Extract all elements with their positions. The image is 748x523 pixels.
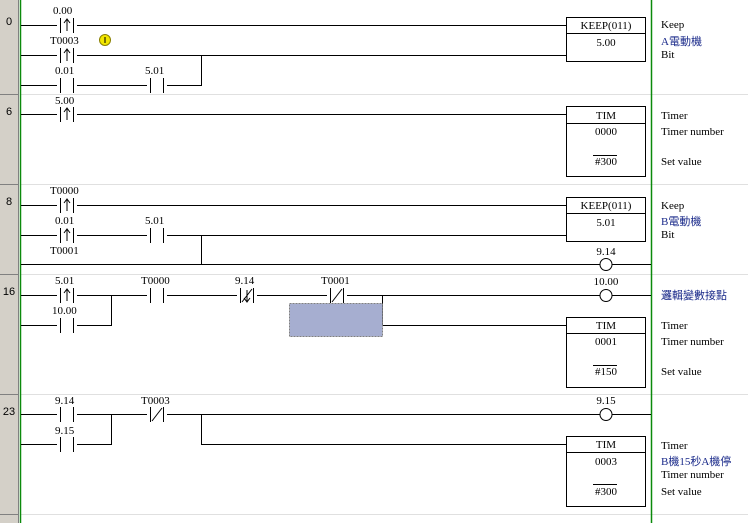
keep-instruction-block[interactable]: [566, 17, 646, 62]
operand-comment: 邏輯變數接點: [661, 288, 727, 302]
contact-9-15[interactable]: [60, 437, 74, 452]
instruction-name: TIM: [596, 439, 616, 451]
contact-0-01[interactable]: [60, 78, 74, 93]
contact-address: 5.01: [55, 275, 74, 287]
timer-set-value: #150: [595, 366, 618, 378]
operand-comment: Set value: [661, 156, 702, 168]
contact-address: 9.14: [55, 395, 75, 407]
contact-t0000-rising[interactable]: [60, 198, 74, 213]
operand-comment: Timer number: [661, 336, 724, 348]
output-coil-10-00[interactable]: [599, 289, 613, 302]
operand-comment: Timer number: [661, 469, 724, 481]
tim-instruction-block[interactable]: [566, 317, 646, 388]
operand-comment: Timer: [661, 320, 688, 332]
contact-address: 5.00: [55, 95, 75, 107]
instruction-operand: 5.00: [596, 37, 616, 49]
rung-separators: [20, 94, 748, 515]
operand-comment: Timer: [661, 110, 688, 122]
timer-set-value: #300: [595, 156, 618, 168]
contact-0-00-rising[interactable]: [60, 18, 74, 33]
contact-t0003-rising[interactable]: [60, 48, 74, 63]
contact-10-00[interactable]: [60, 318, 74, 333]
rung-divider: [0, 274, 18, 275]
contact-9-14[interactable]: [60, 407, 74, 422]
instruction-name: KEEP(011): [581, 20, 632, 32]
contact-address: T0000: [141, 275, 170, 287]
contact-t0001-nc[interactable]: [330, 288, 344, 303]
timer-number: 0001: [595, 336, 617, 348]
contact-t0000[interactable]: [150, 288, 164, 303]
contact-address: T0001: [321, 275, 350, 287]
contact-9-14-nc-falling[interactable]: [240, 288, 254, 303]
rung-step-number: 16: [2, 286, 16, 298]
coil-address: 9.15: [596, 395, 616, 407]
operand-comment: B電動機: [661, 214, 701, 228]
operand-comment: B機15秒A機停: [661, 454, 731, 468]
rung-divider: [0, 184, 18, 185]
contact-address: 9.15: [55, 425, 75, 437]
contact-5-00-rising[interactable]: [60, 107, 74, 122]
instruction-name: TIM: [596, 320, 616, 332]
contact-address: T0003: [141, 395, 170, 407]
instruction-name: TIM: [596, 110, 616, 122]
output-coil-9-15[interactable]: [599, 408, 613, 421]
contact-5-01[interactable]: [150, 228, 164, 243]
contact-address: T0001: [50, 245, 79, 257]
operand-comment: Keep: [661, 19, 685, 31]
operand-comment: A電動機: [661, 34, 702, 48]
timer-set-value: #300: [595, 486, 618, 498]
operand-comment: Timer: [661, 440, 688, 452]
contact-address: 10.00: [52, 305, 77, 317]
selection-cursor[interactable]: [289, 303, 383, 337]
rung-step-number: 6: [5, 106, 13, 118]
operand-comment: Timer number: [661, 126, 724, 138]
tim-instruction-block[interactable]: [566, 106, 646, 177]
contact-0-01-rising[interactable]: [60, 228, 74, 243]
contact-5-01-rising[interactable]: [60, 288, 74, 303]
instruction-operand: 5.01: [596, 217, 615, 229]
contact-t0003-nc[interactable]: [150, 407, 164, 422]
timer-number: 0000: [595, 126, 618, 138]
contact-address: 0.01: [55, 215, 74, 227]
contact-address: 5.01: [145, 215, 164, 227]
coil-address: 9.14: [596, 246, 616, 258]
breakpoint-icon[interactable]: [99, 34, 111, 46]
output-coil-9-14[interactable]: [599, 258, 613, 271]
step-gutter: 0 6 8 16 23: [0, 0, 19, 523]
coil-address: 10.00: [594, 276, 619, 288]
tim-instruction-block[interactable]: [566, 436, 646, 507]
contact-address: 5.01: [145, 65, 164, 77]
rung-step-number: 23: [2, 406, 16, 418]
operand-comment: Set value: [661, 366, 702, 378]
operand-comment: Keep: [661, 200, 685, 212]
operand-comment: Set value: [661, 486, 702, 498]
contact-address: 9.14: [235, 275, 255, 287]
contact-address: 0.01: [55, 65, 74, 77]
operand-comment: Bit: [661, 49, 674, 61]
rung-step-number: 8: [5, 196, 13, 208]
timer-number: 0003: [595, 456, 618, 468]
contact-address: T0000: [50, 185, 79, 197]
contact-address: T0003: [50, 35, 79, 47]
instruction-name: KEEP(011): [581, 200, 632, 212]
rung-divider: [0, 94, 18, 95]
contact-address: 0.00: [53, 5, 73, 17]
rung-step-number: 0: [5, 16, 13, 28]
operand-comment: Bit: [661, 229, 674, 241]
contact-5-01[interactable]: [150, 78, 164, 93]
rung-divider: [0, 514, 18, 515]
rung-divider: [0, 394, 18, 395]
keep-instruction-block[interactable]: [566, 197, 646, 242]
